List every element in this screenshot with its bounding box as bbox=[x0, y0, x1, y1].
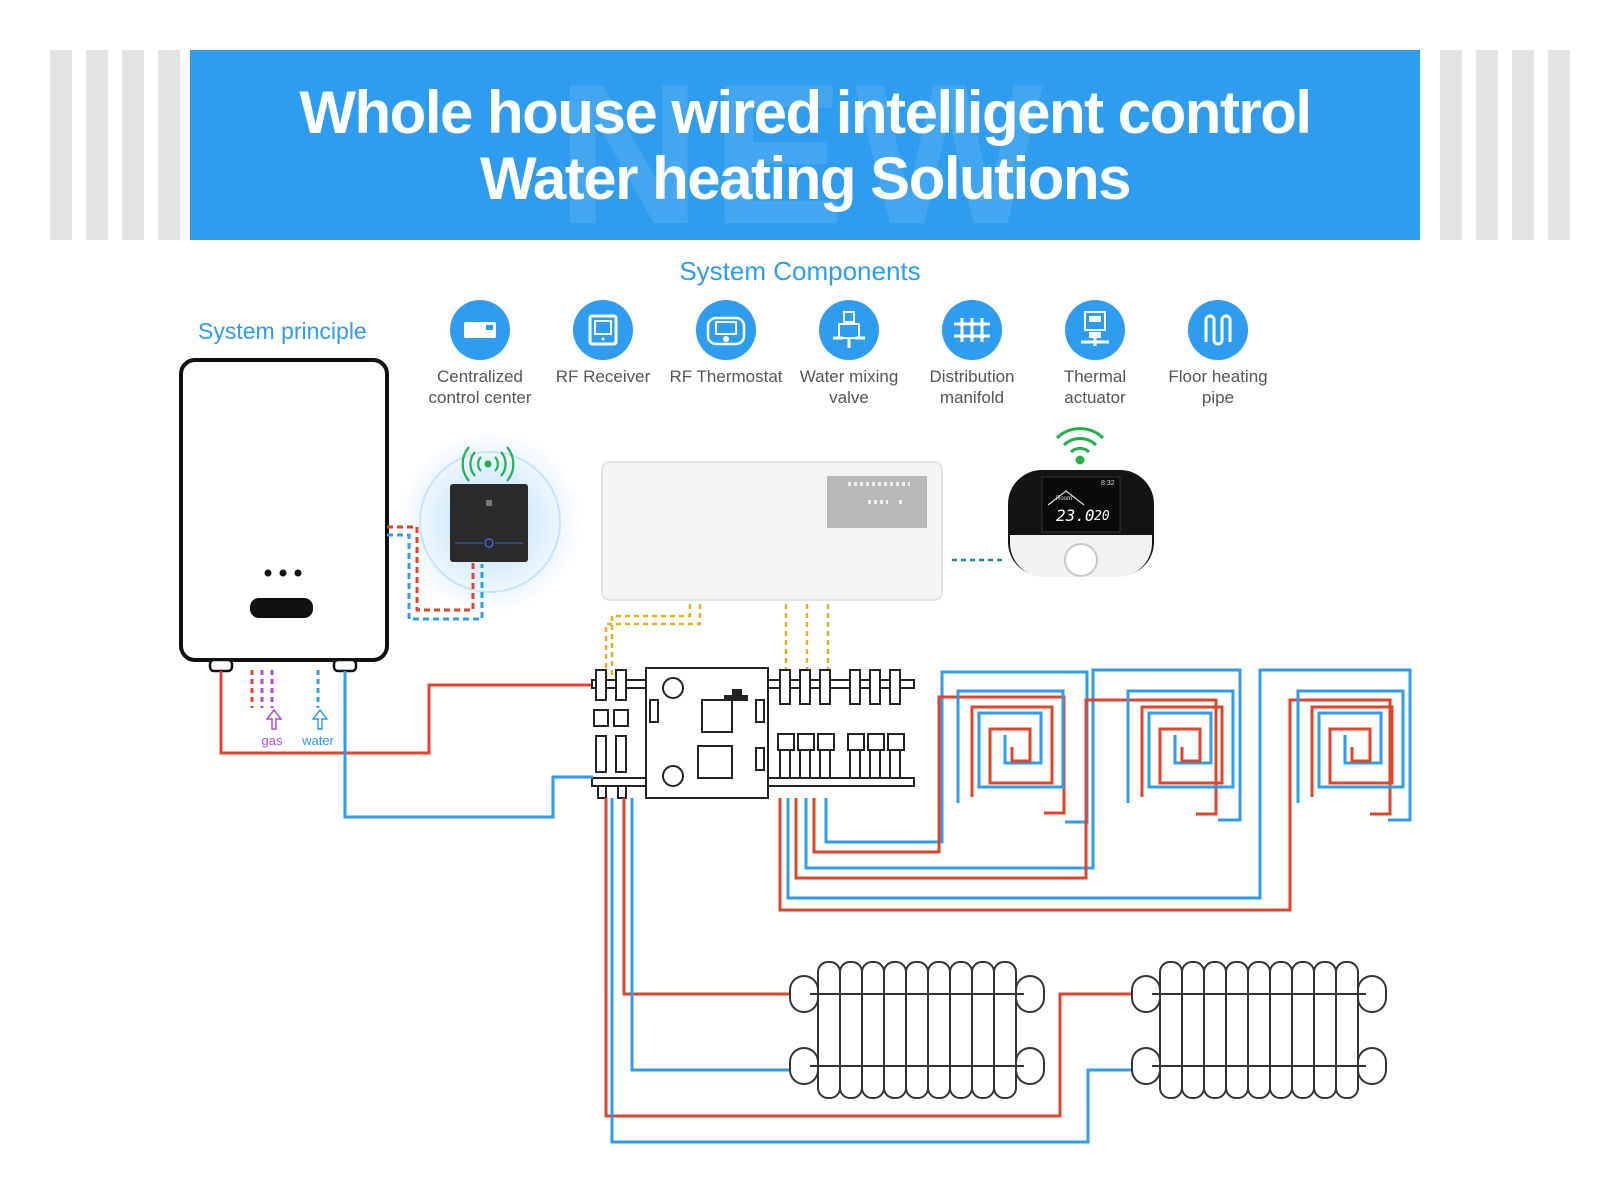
component-mixing-valve: Water mixing valve bbox=[784, 300, 914, 408]
title-line-1: Whole house wired intelligent control bbox=[299, 79, 1312, 146]
thermostat-time: 8:32 bbox=[1101, 480, 1115, 487]
component-label: Distribution bbox=[929, 367, 1015, 386]
banner-watermark: NEW bbox=[556, 50, 1054, 240]
component-rf-thermostat: RF Thermostat bbox=[661, 300, 791, 387]
component-label: control center bbox=[428, 388, 532, 407]
component-label: Centralized bbox=[437, 367, 523, 386]
component-control-center: Centralized control center bbox=[415, 300, 545, 408]
component-label: actuator bbox=[1064, 388, 1126, 407]
gas-label: gas bbox=[262, 733, 283, 748]
rf-thermostat-icon bbox=[696, 300, 756, 360]
water-label: water bbox=[301, 733, 334, 748]
component-label: Floor heating bbox=[1168, 367, 1268, 386]
control-center-icon bbox=[450, 300, 510, 360]
radiator-pipes bbox=[604, 798, 1132, 1144]
component-distribution-manifold: Distribution manifold bbox=[907, 300, 1037, 408]
actuator-icon bbox=[1065, 300, 1125, 360]
rf-receiver-device bbox=[450, 484, 528, 562]
title-line-2: Water heating Solutions bbox=[480, 145, 1131, 212]
control-center-device bbox=[601, 461, 943, 601]
title-banner: NEW Whole house wired intelligent contro… bbox=[190, 50, 1420, 240]
distribution-manifold bbox=[591, 667, 915, 799]
component-label: RF Thermostat bbox=[669, 367, 783, 386]
thermostat-set-temp: 20 bbox=[1094, 509, 1110, 524]
component-label: Thermal bbox=[1063, 367, 1127, 386]
boiler bbox=[179, 358, 389, 673]
components-heading: System Components bbox=[679, 256, 921, 286]
component-label: valve bbox=[829, 388, 869, 407]
component-label: pipe bbox=[1201, 388, 1235, 407]
manifold-icon bbox=[942, 300, 1002, 360]
water-arrow-icon bbox=[311, 708, 329, 730]
radiator bbox=[1131, 961, 1387, 1099]
thermal-actuators bbox=[777, 669, 905, 779]
decorative-stripes-left bbox=[50, 50, 180, 240]
decorative-stripes-right bbox=[1440, 50, 1570, 240]
component-thermal-actuator: Thermal actuator bbox=[1030, 300, 1160, 408]
principle-heading: System principle bbox=[198, 318, 367, 344]
mixing-valve-icon bbox=[819, 300, 879, 360]
rf-receiver-icon bbox=[573, 300, 633, 360]
thermostat-room-label: Room bbox=[1056, 496, 1072, 502]
rf-thermostat-device: Room 23.0 20 8:32 bbox=[1008, 470, 1154, 577]
gas-arrow-icon bbox=[265, 708, 283, 730]
component-label: Water mixing bbox=[799, 367, 899, 386]
mixing-valve bbox=[591, 669, 647, 799]
floor-heating-loops bbox=[778, 668, 1412, 912]
wireless-signal-icon bbox=[461, 446, 515, 482]
component-rf-receiver: RF Receiver bbox=[538, 300, 668, 387]
signal-wires bbox=[604, 604, 830, 679]
floor-pipe-icon bbox=[1188, 300, 1248, 360]
gas-water-inlets: gas water bbox=[250, 670, 335, 748]
wifi-icon bbox=[1055, 427, 1105, 465]
component-label: manifold bbox=[939, 388, 1005, 407]
component-label: RF Receiver bbox=[555, 367, 651, 386]
thermostat-room-temp: 23.0 bbox=[1056, 506, 1095, 525]
page-title: Whole house wired intelligent control Wa… bbox=[190, 80, 1420, 212]
radiator bbox=[789, 961, 1045, 1099]
component-floor-heating-pipe: Floor heating pipe bbox=[1153, 300, 1283, 408]
